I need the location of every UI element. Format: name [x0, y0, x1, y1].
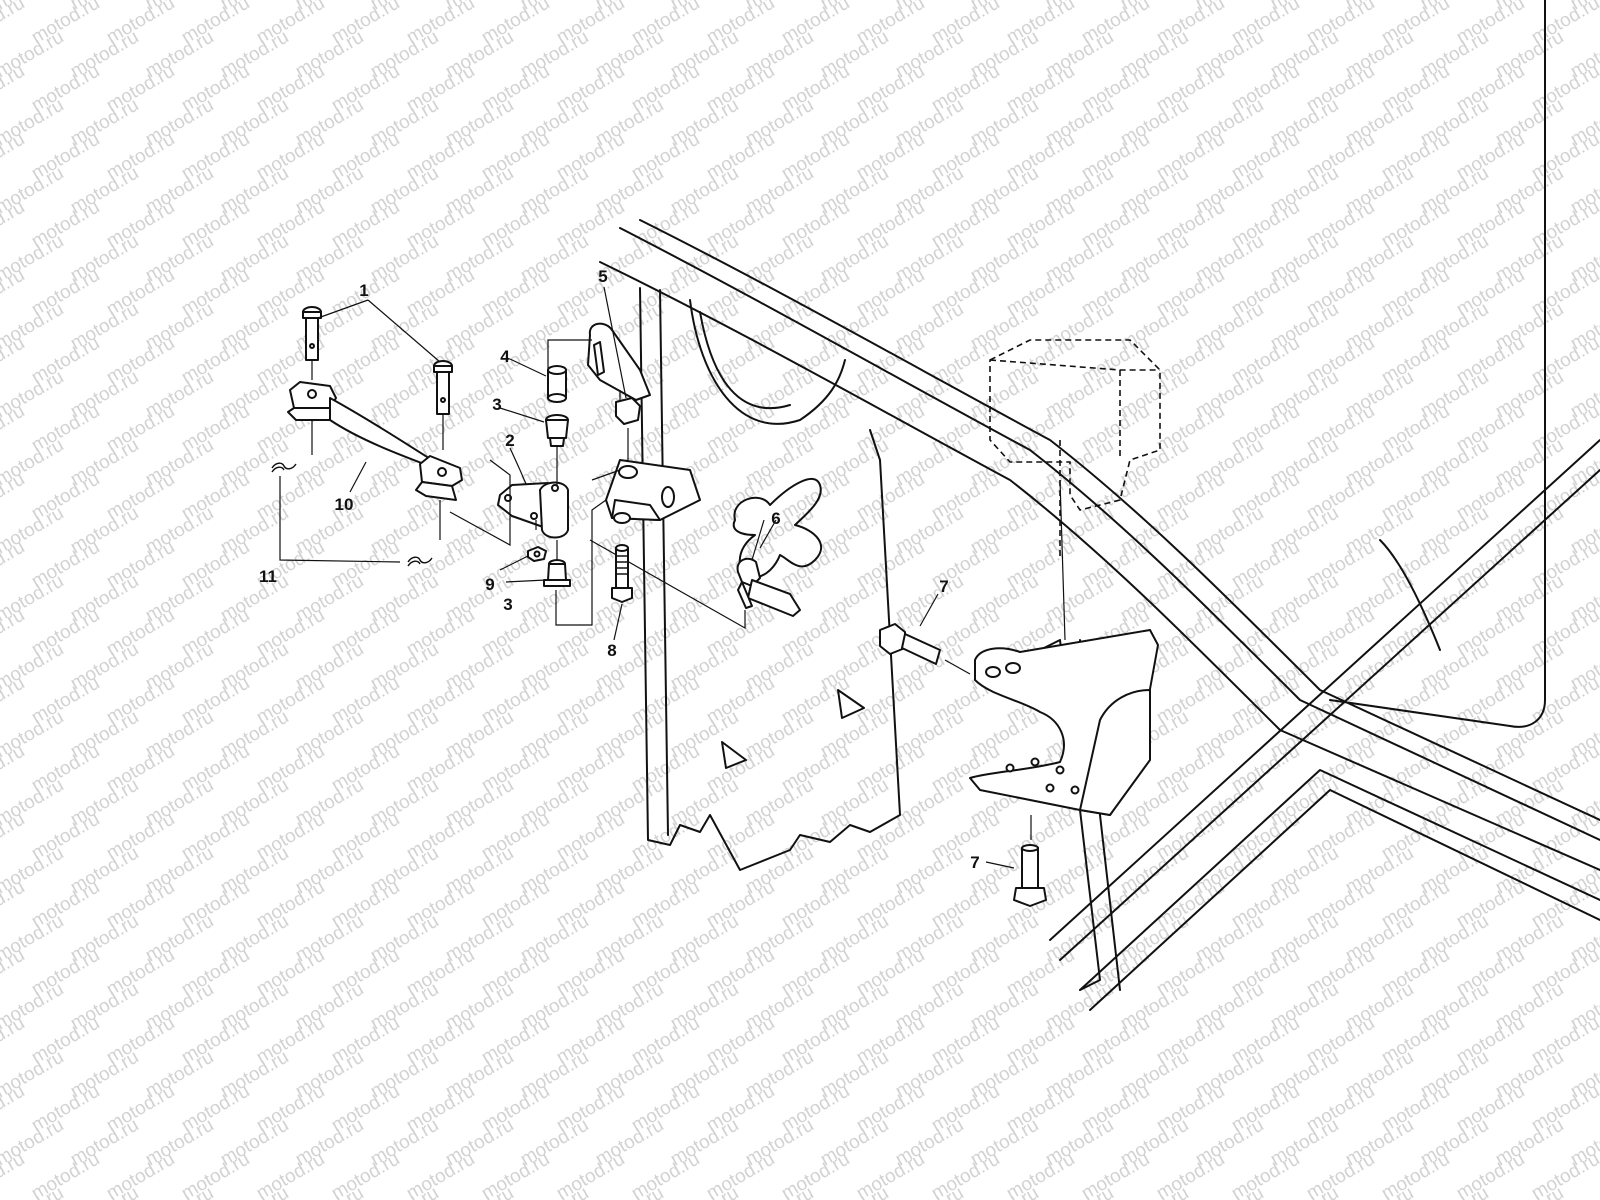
strut-10 — [287, 381, 463, 540]
vehicle-frame — [599, 0, 1600, 1011]
callout-4: 4 — [500, 347, 510, 366]
mounting-bracket — [969, 479, 1159, 840]
watermark-text: motod.ru — [0, 0, 28, 48]
bolt-6 — [589, 519, 801, 630]
bolt-7-vertical — [1013, 844, 1047, 907]
cotter-pin-11-upper — [271, 462, 297, 473]
callout-10: 10 — [335, 495, 354, 514]
nut-9 — [527, 546, 547, 562]
callout-7-lower: 7 — [970, 853, 979, 872]
callout-6: 6 — [771, 509, 780, 528]
bushing-3-upper — [545, 414, 569, 447]
clevis-pin-1-right — [433, 360, 453, 450]
callout-8: 8 — [607, 641, 616, 660]
callout-2: 2 — [505, 431, 514, 450]
assembly-leaders — [449, 339, 621, 626]
callout-labels: 1 2 3 4 5 6 7 7 8 9 3 10 11 — [259, 267, 980, 872]
callout-7-upper: 7 — [939, 577, 948, 596]
phantom-component — [989, 339, 1161, 560]
callout-1: 1 — [359, 281, 368, 300]
bolt-8 — [611, 544, 633, 603]
callout-leaders — [279, 286, 1015, 869]
bolt-7-horizontal — [879, 623, 971, 675]
bushing-4 — [547, 365, 567, 403]
bushing-3-lower — [543, 559, 571, 587]
link-bracket-2 — [497, 469, 569, 539]
callout-11: 11 — [259, 567, 277, 586]
callout-5: 5 — [598, 267, 607, 286]
cotter-pin-11-lower — [407, 556, 433, 567]
callout-9: 9 — [485, 575, 494, 594]
callout-3-upper: 3 — [492, 395, 501, 414]
callout-3-lower: 3 — [503, 595, 512, 614]
clevis-pin-1-left — [302, 306, 322, 380]
watermark-text: motod.ru — [1567, 1183, 1600, 1200]
